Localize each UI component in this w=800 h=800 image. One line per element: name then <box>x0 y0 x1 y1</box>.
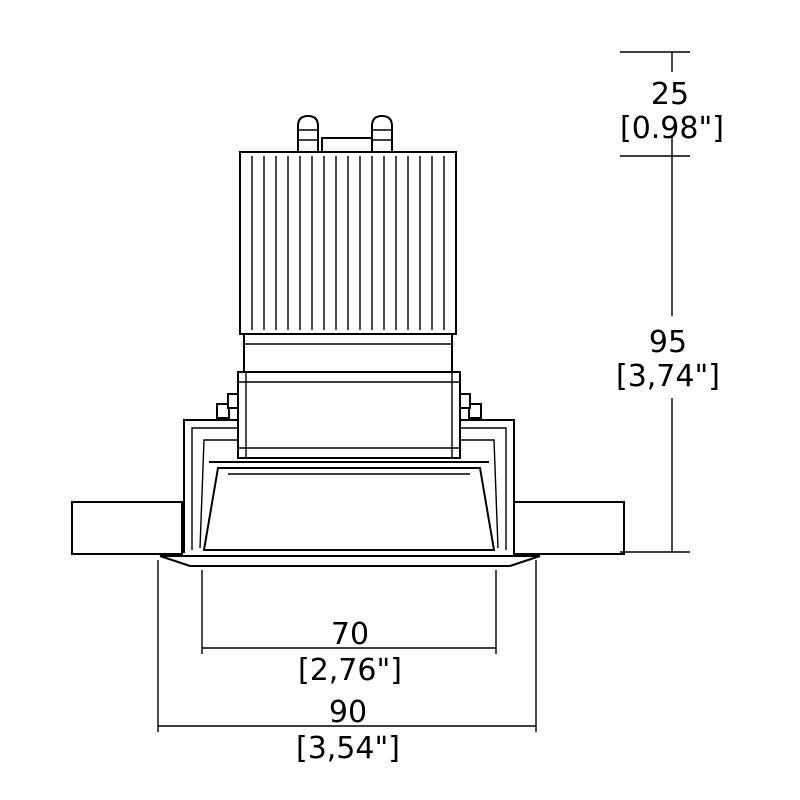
ceiling-right <box>513 501 625 555</box>
top-height-inch-label: [0.98"] <box>620 111 724 146</box>
trim-width-mm-label: 90 <box>329 695 367 730</box>
lamp-neck <box>243 333 453 373</box>
trim-width-inch-label: [3,54"] <box>296 731 400 766</box>
ceiling-left <box>71 501 183 555</box>
trim-flange <box>159 555 541 567</box>
aperture-width-mm-label: 70 <box>331 617 369 652</box>
heat-sink <box>239 151 457 335</box>
gu10-connector <box>297 114 393 153</box>
gimbal-ring <box>237 371 461 459</box>
body-height-inch-label: [3,74"] <box>616 359 720 394</box>
reflector-cup <box>202 461 496 551</box>
aperture-width-inch-label: [2,76"] <box>298 653 402 688</box>
body-height-mm-label: 95 <box>649 325 687 360</box>
horizontal-dimensions <box>157 560 537 732</box>
vertical-dimensions <box>620 51 690 553</box>
top-height-mm-label: 25 <box>651 77 689 112</box>
